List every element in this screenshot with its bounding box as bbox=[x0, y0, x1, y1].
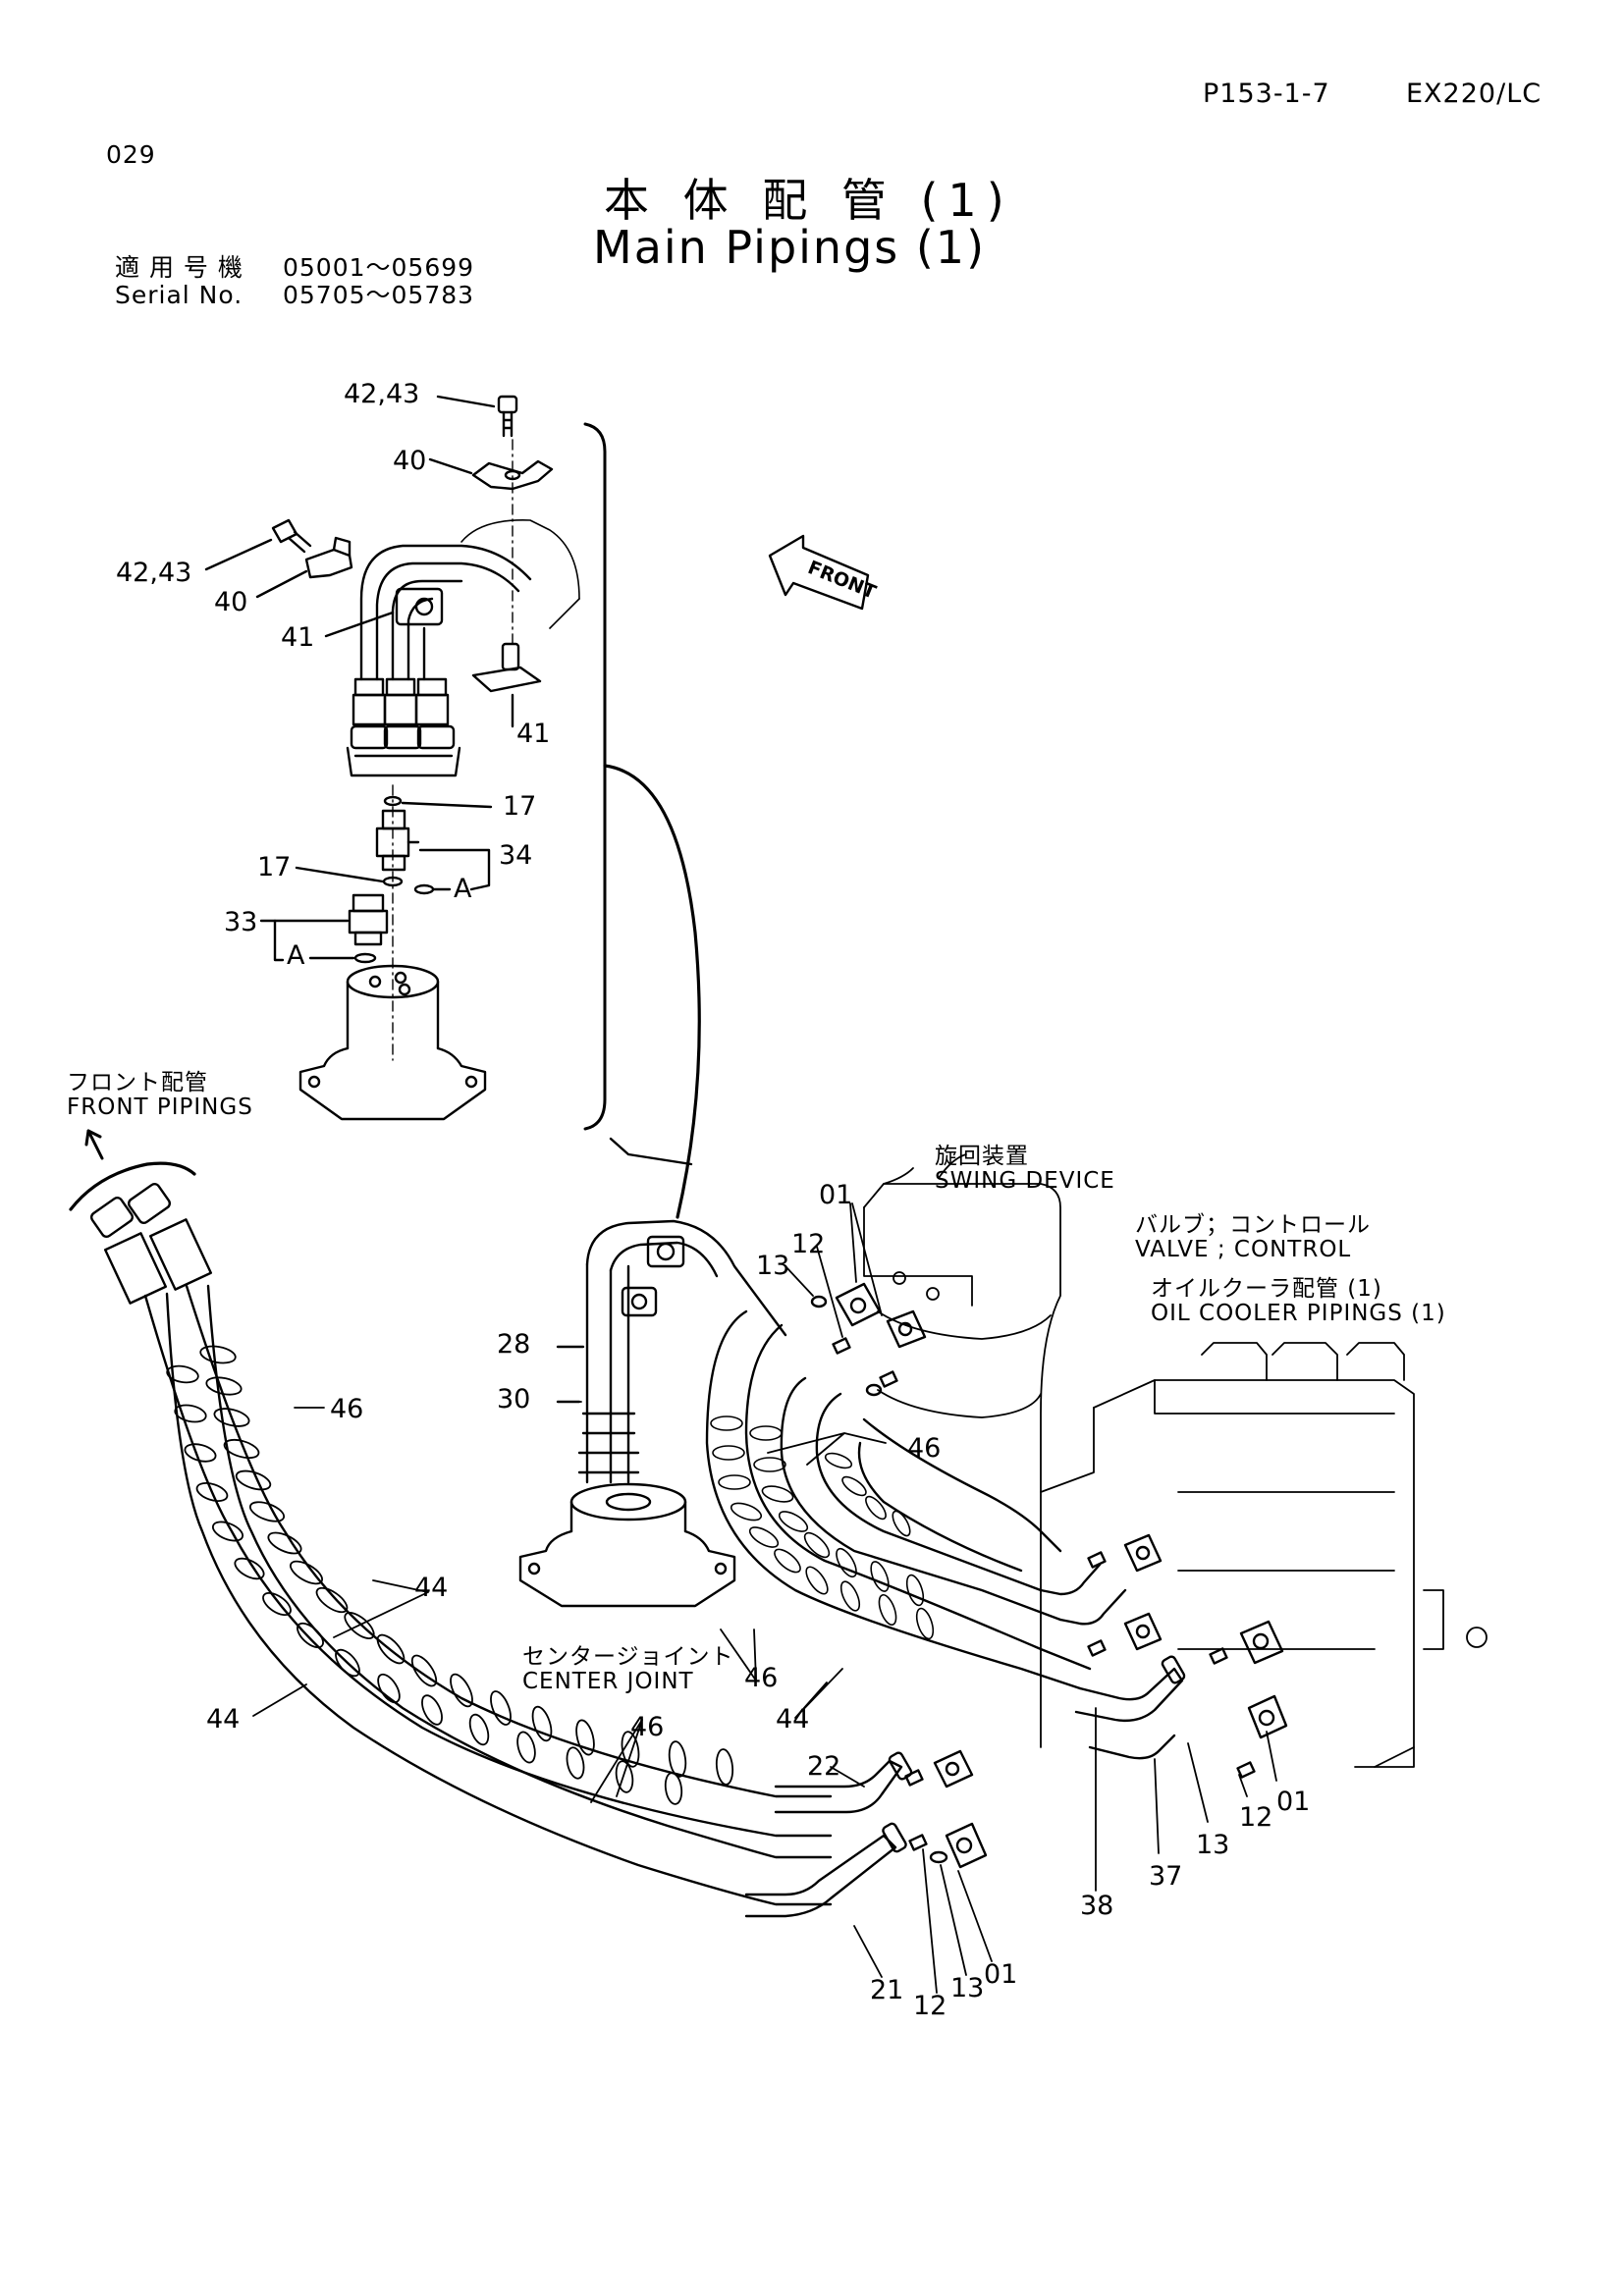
frame-outline bbox=[460, 519, 580, 600]
serial-range-1: 05001～05699 bbox=[283, 253, 475, 282]
serial-label-jp: 適 用 号 機 bbox=[115, 253, 243, 282]
hose-fittings bbox=[346, 677, 461, 777]
leader-lines bbox=[252, 1346, 887, 1978]
callout-12-right: 12 bbox=[1239, 1802, 1273, 1833]
oil-cooler-en: OIL COOLER PIPINGS (1) bbox=[1151, 1301, 1446, 1326]
front-pipings-arrow bbox=[84, 1129, 104, 1160]
bolt-icon bbox=[904, 1769, 928, 1851]
swing-device bbox=[863, 1153, 1061, 1493]
connector-curve bbox=[603, 764, 701, 1219]
callout-21: 21 bbox=[870, 1975, 904, 2005]
callout-46-mid: 46 bbox=[907, 1433, 942, 1464]
callout-17-left: 17 bbox=[257, 852, 292, 882]
callout-13-right: 13 bbox=[1196, 1830, 1230, 1860]
plate-clamp bbox=[471, 642, 542, 693]
hose-bundle-inset bbox=[359, 544, 532, 681]
bolt-icon bbox=[832, 1337, 898, 1388]
control-valve bbox=[1040, 1342, 1488, 1768]
adaptor-33 bbox=[348, 893, 389, 946]
callout-22: 22 bbox=[807, 1751, 841, 1782]
hose-clamp bbox=[395, 587, 444, 626]
callout-41-right: 41 bbox=[516, 719, 551, 749]
callout-13-top: 13 bbox=[756, 1251, 790, 1281]
callout-34: 34 bbox=[499, 840, 533, 871]
page-number: 029 bbox=[106, 140, 156, 169]
center-joint-en: CENTER JOINT bbox=[522, 1669, 694, 1694]
oil-cooler-jp: オイルクーラ配管 (1) bbox=[1151, 1276, 1382, 1302]
callout-33: 33 bbox=[224, 907, 258, 937]
o-ring bbox=[353, 952, 377, 964]
bolt-icon bbox=[1087, 1551, 1256, 1779]
bolt-icon bbox=[271, 518, 312, 554]
callout-37: 37 bbox=[1149, 1861, 1183, 1892]
front-arrow-icon bbox=[768, 534, 870, 611]
inset-bracket bbox=[583, 422, 607, 1131]
swing-device-en: SWING DEVICE bbox=[935, 1168, 1115, 1194]
callout-46-center: 46 bbox=[744, 1663, 779, 1693]
serial-label-en: Serial No. bbox=[115, 281, 243, 309]
flange-icon bbox=[1123, 1533, 1288, 1739]
callout-01-top: 01 bbox=[819, 1180, 853, 1210]
callout-42-43-left: 42,43 bbox=[116, 558, 192, 588]
callout-01-bottom: 01 bbox=[984, 1959, 1018, 1990]
clamp-icon bbox=[304, 536, 353, 579]
o-ring bbox=[383, 795, 403, 807]
flange-icon bbox=[835, 1282, 927, 1349]
front-pipings-en: FRONT PIPINGS bbox=[67, 1095, 253, 1120]
callout-40-top: 40 bbox=[393, 446, 427, 476]
callout-44-upper: 44 bbox=[414, 1573, 449, 1603]
callout-01-right: 01 bbox=[1276, 1787, 1311, 1817]
upper-inset bbox=[204, 395, 701, 1219]
callout-a-lower: A bbox=[287, 940, 305, 971]
center-joint-inset bbox=[298, 964, 487, 1121]
callout-17-right: 17 bbox=[503, 791, 537, 822]
adaptor-34 bbox=[375, 809, 420, 872]
flange-icon bbox=[929, 1749, 988, 1869]
front-pipings-jp: フロント配管 bbox=[67, 1070, 208, 1095]
callout-41-left: 41 bbox=[281, 622, 315, 653]
callout-28: 28 bbox=[497, 1329, 531, 1360]
callout-30: 30 bbox=[497, 1384, 531, 1415]
page-code: P153-1-7 bbox=[1203, 79, 1330, 109]
title-japanese: 本 体 配 管 (1) bbox=[604, 174, 1014, 227]
callout-44-left: 44 bbox=[206, 1704, 241, 1735]
model-number: EX220/LC bbox=[1406, 79, 1542, 109]
front-hoses bbox=[89, 1182, 993, 1994]
callout-38: 38 bbox=[1080, 1891, 1114, 1921]
center-joint-main bbox=[518, 1137, 787, 1608]
serial-range-2: 05705～05783 bbox=[283, 281, 475, 309]
center-joint-jp: センタージョイント bbox=[522, 1644, 734, 1670]
title-english: Main Pipings (1) bbox=[593, 221, 987, 274]
callout-40-left: 40 bbox=[214, 587, 248, 617]
callout-46-left: 46 bbox=[330, 1394, 364, 1424]
callout-a-upper: A bbox=[454, 874, 472, 904]
valve-control-en: VALVE ; CONTROL bbox=[1135, 1237, 1352, 1262]
valve-control-jp: バルブ；コントロール bbox=[1135, 1212, 1371, 1238]
valve-hoses bbox=[705, 1202, 1288, 1892]
callout-13-bottom: 13 bbox=[950, 1973, 985, 2003]
o-ring bbox=[413, 883, 435, 895]
bolt-icon bbox=[497, 395, 518, 438]
callout-12-bottom: 12 bbox=[913, 1991, 947, 2021]
callout-42-43-top: 42,43 bbox=[344, 379, 420, 409]
